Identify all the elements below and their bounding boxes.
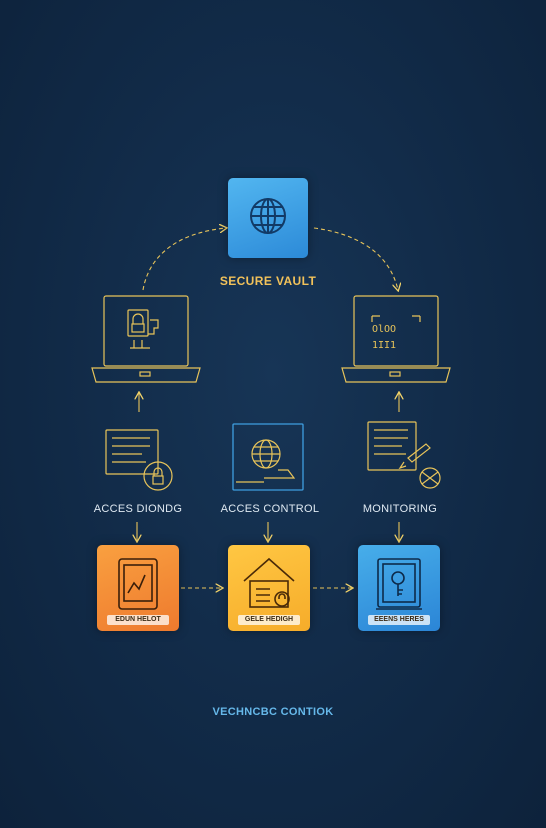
tile-right: EEENS HERES <box>358 545 440 631</box>
access-control-label: ACCES CONTROL <box>220 503 320 515</box>
tile-left-caption: EDUN HELOT <box>107 615 169 625</box>
globe-hand-icon <box>232 423 304 491</box>
device-chart-icon <box>118 558 158 610</box>
svg-text:1II1: 1II1 <box>372 340 396 351</box>
footer-label: VECHNCBC CONTIOK <box>212 706 334 718</box>
safe-key-icon <box>376 558 422 610</box>
laptop-lock-icon <box>91 295 201 383</box>
arc-right-top <box>313 227 398 290</box>
monitoring-label: MONITORING <box>362 503 438 515</box>
tile-middle-caption: GELE HEDIGH <box>238 615 300 625</box>
tile-middle: GELE HEDIGH <box>228 545 310 631</box>
secure-vault-label: SECURE VAULT <box>219 274 317 288</box>
secure-vault-tile <box>228 178 308 258</box>
arc-left-top <box>142 228 226 291</box>
document-lock-icon <box>105 429 173 491</box>
laptop-binary-icon: OlOO 1II1 <box>341 295 451 383</box>
document-key-icon <box>367 421 441 489</box>
globe-icon <box>250 198 286 234</box>
tile-left: EDUN HELOT <box>97 545 179 631</box>
house-lock-icon <box>243 557 295 608</box>
access-decoding-label: ACCES DIONDG <box>93 503 183 515</box>
tile-right-caption: EEENS HERES <box>368 615 430 625</box>
svg-text:OlOO: OlOO <box>372 324 396 335</box>
